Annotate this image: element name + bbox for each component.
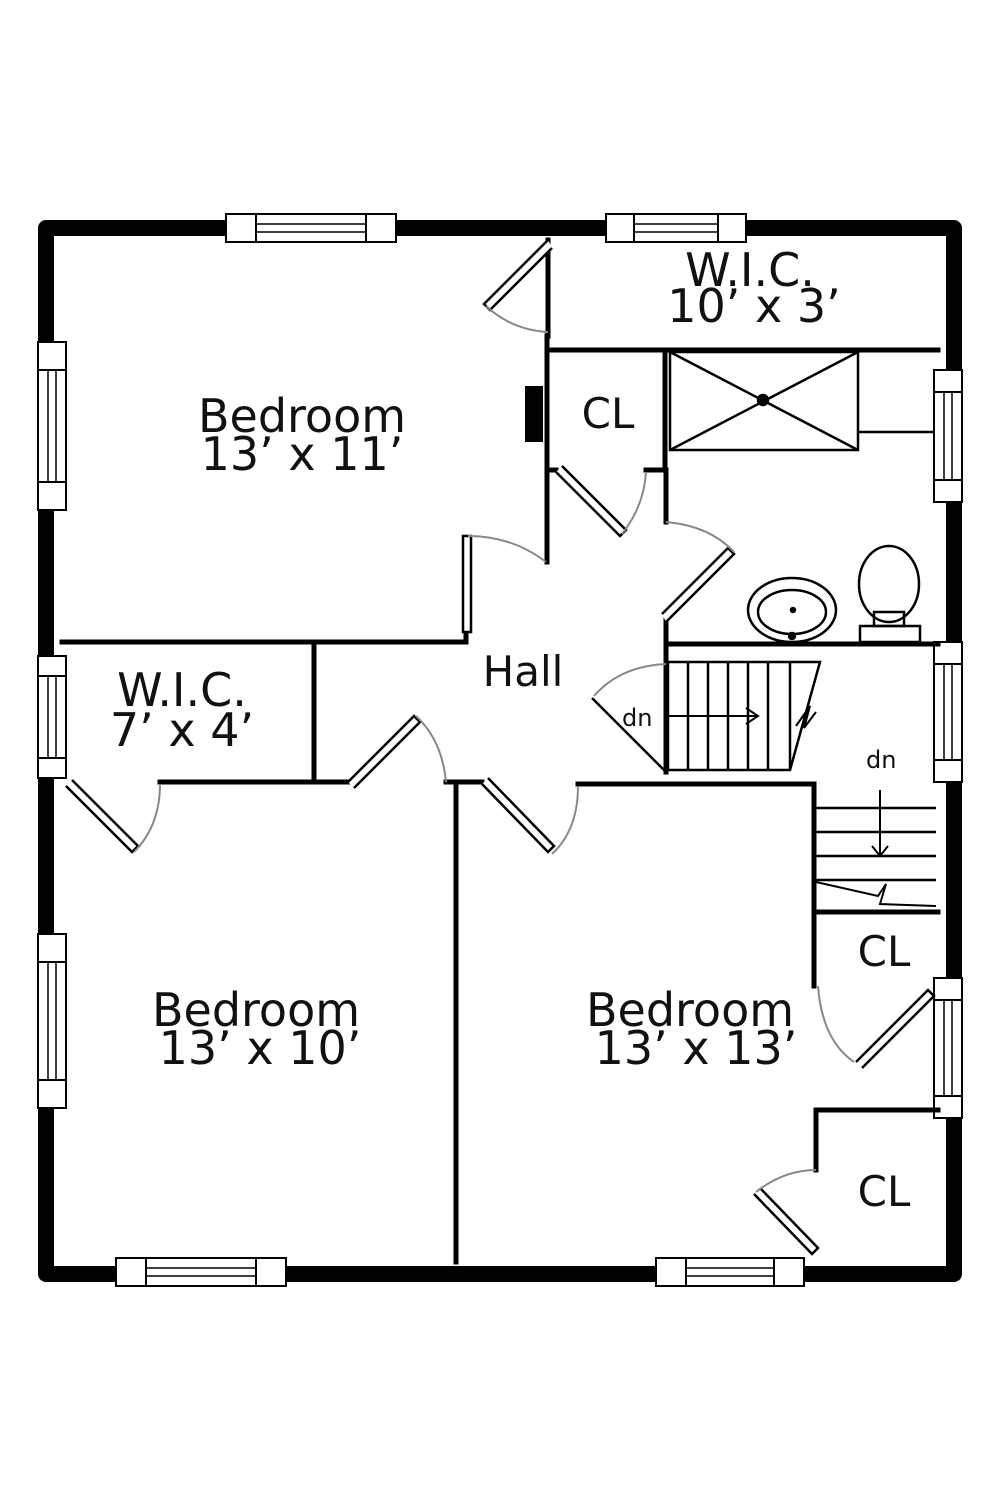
room-bedroom-se: Bedroom 13’ x 13’ [586,983,797,1075]
stairs-upper [664,660,822,772]
door-wic-top [482,239,553,333]
door-bedroom-se [481,777,579,855]
door-stair [591,663,667,773]
room-name: W.I.C. [685,243,815,297]
room-size: 13’ x 10’ [159,1021,362,1075]
door-closet-top [555,465,647,538]
window-right-stair [933,641,963,783]
door-closet-bottom [753,1169,820,1256]
bathroom-fixtures [668,350,934,644]
room-name: Bedroom [586,983,794,1037]
sink-icon [746,576,838,644]
window-left-middle [37,655,67,779]
room-closet-bottom: CL [858,1167,911,1216]
window-left-upper [37,341,67,511]
window-bottom-right [655,1257,805,1287]
interior-walls [59,237,941,1265]
room-name: W.I.C. [117,663,247,717]
window-top-left [225,213,397,243]
room-wic-top: W.I.C. 10’ x 3’ [667,243,841,333]
room-wic-left: W.I.C. 7’ x 4’ [110,663,254,757]
room-hall: Hall [483,647,564,696]
door-wic-left [65,779,161,854]
door-bath [661,521,736,623]
window-bottom-left [115,1257,287,1287]
window-right-lower [933,977,963,1119]
windows [37,213,963,1287]
room-size: 13’ x 11’ [201,427,404,481]
stairs-lower [815,790,937,907]
room-bedroom-nw: Bedroom 13’ x 11’ [198,389,406,481]
room-closet-right: CL [858,927,911,976]
window-top-right [605,213,747,243]
stairs-upper-label: dn [622,704,652,732]
shower-icon [668,350,934,452]
room-size: 13’ x 13’ [595,1021,798,1075]
room-closet-top: CL [582,389,635,438]
doors [65,239,936,1256]
room-size: 7’ x 4’ [110,703,254,757]
door-closet-right [817,985,936,1069]
door-bedroom-sw [347,714,447,789]
room-name: Bedroom [152,983,360,1037]
room-name: Bedroom [198,389,406,443]
door-bedroom-nw [461,534,547,634]
room-bedroom-sw: Bedroom 13’ x 10’ [152,983,361,1075]
chimney-block [525,386,543,442]
window-left-lower [37,933,67,1109]
room-size: 10’ x 3’ [667,279,841,333]
toilet-icon [857,544,922,644]
stairs-lower-label: dn [866,746,896,774]
window-right-bath [933,369,963,503]
